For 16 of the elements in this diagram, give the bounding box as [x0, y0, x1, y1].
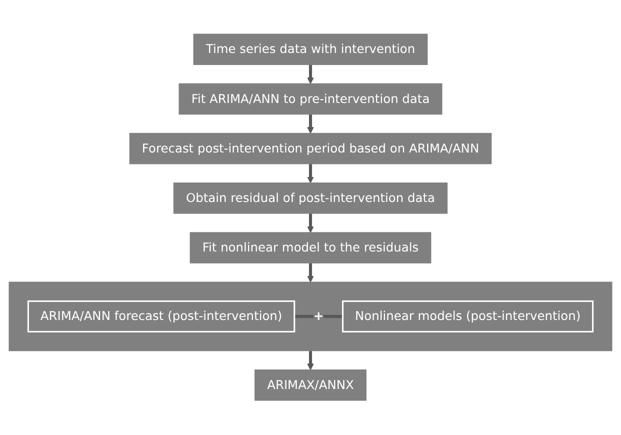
node-box: Fit nonlinear model to the residuals [190, 232, 432, 264]
node-box: Obtain residual of post-intervention data [173, 182, 448, 214]
arrow [307, 351, 314, 370]
arrow [307, 164, 314, 184]
node-box: Nonlinear models (post-intervention) [342, 300, 594, 333]
arrow [307, 263, 314, 283]
node-box: Time series data with intervention [193, 34, 428, 66]
arrow [307, 214, 314, 234]
edge-label: + [313, 309, 324, 324]
node-box: ARIMA/ANN forecast (post-intervention) [27, 300, 296, 333]
node-box: ARIMAX/ANNX [254, 370, 366, 402]
arrow [307, 114, 314, 134]
cluster [8, 282, 612, 352]
node-box: Forecast post-intervention period based on ARIMA/ANN [129, 133, 492, 164]
node-box: Fit ARIMA/ANN to pre-intervention data [178, 84, 442, 115]
arrow [307, 64, 314, 84]
